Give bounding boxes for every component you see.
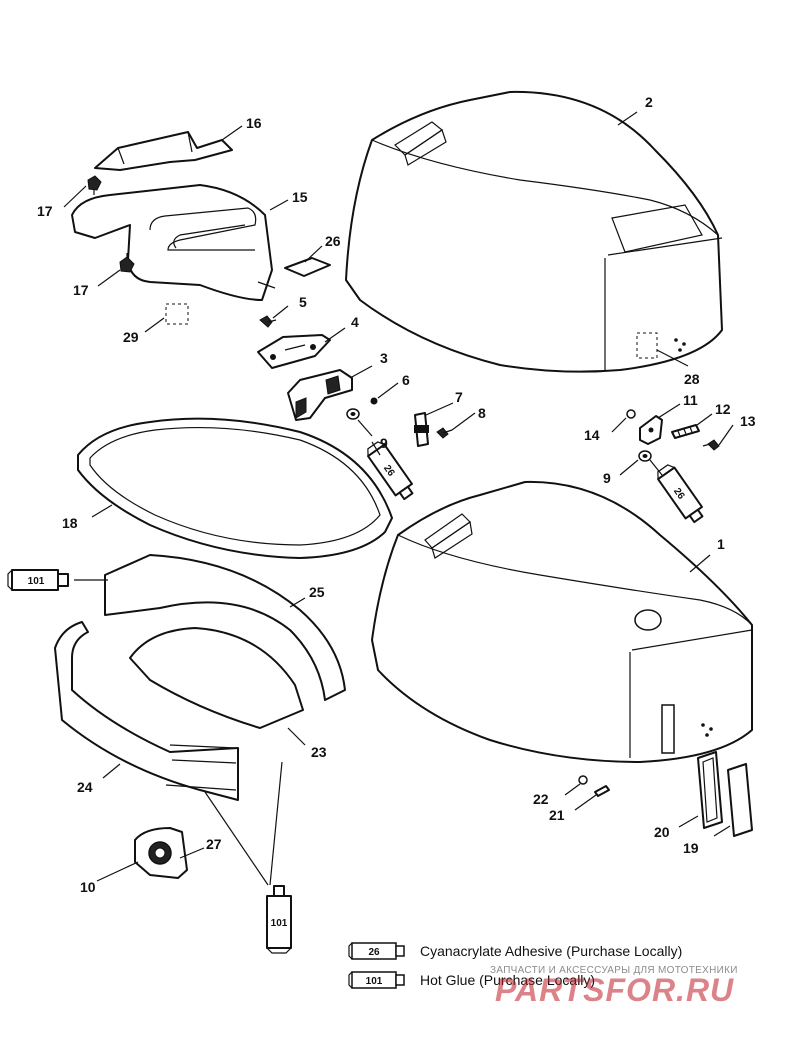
callout-5: 5: [299, 294, 307, 310]
callout-25: 25: [309, 584, 325, 600]
callout-7: 7: [455, 389, 463, 405]
callout-14: 14: [584, 427, 600, 443]
screw-part-8: [436, 427, 453, 439]
hot-glue-tube-101-top: 101: [7, 569, 69, 591]
pin-part-21: [594, 785, 610, 797]
tube-label: 101: [28, 576, 45, 587]
callout-6: 6: [402, 372, 410, 388]
screw-part-17-upper: [87, 175, 102, 195]
callout-11: 11: [683, 392, 698, 408]
clip-part-26: [284, 257, 331, 277]
adhesive-tube-26-left: 26: [367, 441, 414, 501]
leader-lines: [63, 111, 734, 886]
washer-part-14: [626, 409, 636, 419]
callout-9-right: 9: [603, 470, 611, 486]
washer-part-22: [578, 775, 588, 785]
callout-1: 1: [717, 536, 725, 552]
legend-adhesive-text: Cyanacrylate Adhesive (Purchase Locally): [420, 943, 683, 959]
adhesive-tube-icon: 26: [348, 942, 405, 960]
callout-4: 4: [351, 314, 359, 330]
callout-24: 24: [77, 779, 93, 795]
foam-part-23: [129, 627, 304, 729]
callout-10: 10: [80, 879, 96, 895]
trim-part-19: [727, 763, 753, 837]
latch-part-7: [414, 412, 429, 447]
screw-part-13: [702, 439, 720, 451]
tube-label: 101: [271, 918, 288, 929]
legend-hot-glue: 101 Hot Glue (Purchase Locally): [348, 970, 595, 990]
callout-17-upper: 17: [37, 203, 53, 219]
bracket-part-11: [639, 415, 663, 445]
callout-21: 21: [549, 807, 565, 823]
callout-26: 26: [325, 233, 341, 249]
callout-8: 8: [478, 405, 486, 421]
callout-17-lower: 17: [73, 282, 89, 298]
grommet-part-9-left: [346, 408, 360, 420]
callout-2: 2: [645, 94, 653, 110]
trim-part-20: [697, 751, 723, 829]
handle-cover-part-16: [94, 131, 233, 171]
handle-part-15: [71, 184, 276, 301]
screw-part-17-lower: [119, 253, 135, 273]
callout-9-left: 9: [380, 435, 388, 451]
callout-19: 19: [683, 840, 699, 856]
legend-adhesive-code: 26: [368, 947, 380, 958]
bottom-cowl-part-1: [371, 480, 753, 763]
callout-29: 29: [123, 329, 139, 345]
callout-16: 16: [246, 115, 262, 131]
grommet-part-9-right: [638, 450, 652, 462]
legend-adhesive: 26 Cyanacrylate Adhesive (Purchase Local…: [348, 941, 682, 961]
callout-12: 12: [715, 401, 731, 417]
watermark-tagline: ЗАПЧАСТИ И АКСЕССУАРЫ ДЛЯ МОТОТЕХНИКИ: [490, 965, 738, 976]
adhesive-tube-26-right: 26: [657, 464, 704, 524]
callout-28: 28: [684, 371, 700, 387]
screw-part-5: [259, 315, 277, 328]
hot-glue-tube-101-bottom: 101: [266, 885, 292, 954]
legend-hot-glue-text: Hot Glue (Purchase Locally): [420, 972, 596, 988]
seal-part-18: [77, 417, 393, 559]
bracket-part-4: [257, 334, 331, 369]
latch-part-3: [287, 369, 353, 421]
decal-part-29: [165, 303, 189, 325]
callout-15: 15: [292, 189, 308, 205]
callout-18: 18: [62, 515, 78, 531]
legend-glue-code: 101: [366, 976, 383, 987]
nut-part-6: [370, 397, 378, 405]
callout-3: 3: [380, 350, 388, 366]
foam-part-25: [104, 554, 346, 701]
hot-glue-tube-icon: 101: [348, 971, 405, 989]
top-cowl-part-2: [345, 90, 723, 373]
callout-20: 20: [654, 824, 670, 840]
callout-22: 22: [533, 791, 549, 807]
watermark-site: PARTSFOR.RU: [495, 972, 735, 1008]
callout-23: 23: [311, 744, 327, 760]
flushing-cap-part-10: [134, 827, 188, 879]
seal-part-24: [54, 621, 239, 801]
callout-13: 13: [740, 413, 756, 429]
seal-part-12: [671, 424, 700, 439]
callout-27: 27: [206, 836, 222, 852]
